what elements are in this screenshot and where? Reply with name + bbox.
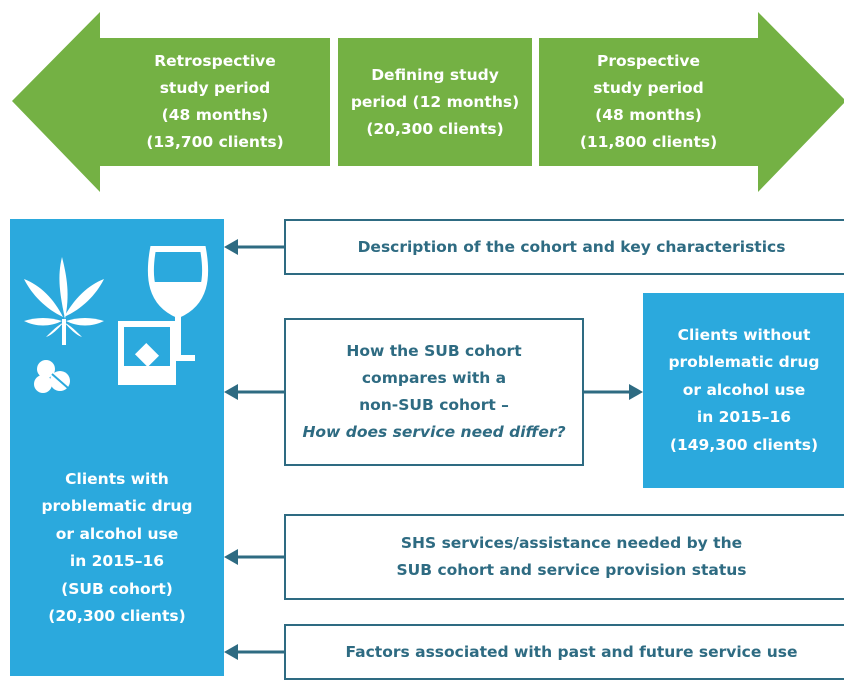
wine-glass-icon — [147, 246, 209, 361]
prospective-label: Prospective study period (48 months) (11… — [579, 52, 718, 151]
defining-label: Defining study period (12 months) (20,30… — [350, 65, 520, 138]
retrospective-label: Retrospective study period (48 months) (… — [146, 52, 284, 151]
whisky-glass-icon — [118, 321, 176, 385]
substance-icons — [24, 246, 209, 393]
retrospective-arrow-segment — [12, 12, 330, 192]
defining-segment — [338, 38, 532, 166]
sub-cohort-label: Clients with problematic drug or alcohol… — [41, 469, 193, 626]
factors-box: Factors associated with past and future … — [284, 624, 844, 680]
cannabis-leaf-icon — [24, 257, 104, 345]
arrow-factors — [224, 644, 284, 660]
timeline-arrow — [12, 12, 844, 192]
prospective-arrow-segment — [539, 12, 844, 192]
arrow-comparison-left — [224, 384, 284, 400]
arrow-comparison-right — [583, 384, 643, 400]
services-box: SHS services/assistance needed by the SU… — [284, 514, 844, 600]
arrow-services — [224, 549, 284, 565]
arrow-description — [224, 239, 284, 255]
pills-icon — [34, 360, 70, 393]
description-box: Description of the cohort and key charac… — [284, 219, 844, 275]
comparison-question: How does service need differ? — [302, 423, 566, 441]
non-sub-cohort-panel: Clients without problematic drug or alco… — [643, 293, 844, 488]
comparison-box: How the SUB cohort compares with a non-S… — [284, 318, 584, 466]
